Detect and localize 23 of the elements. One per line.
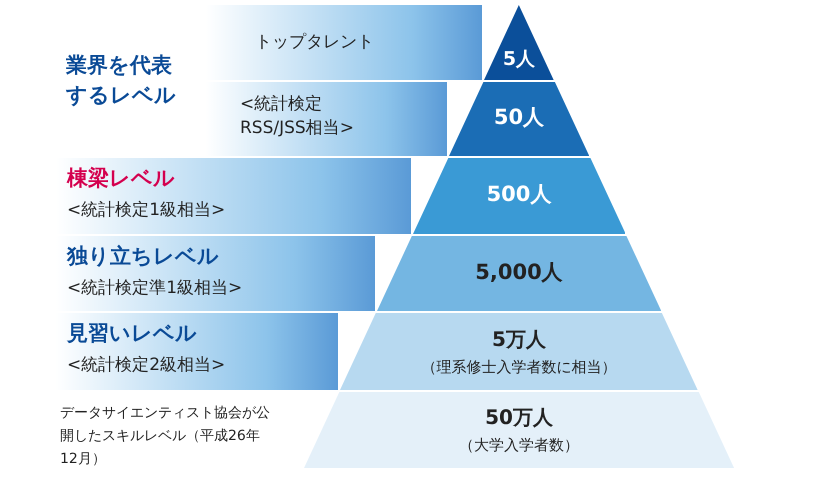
level-note: <統計検定1級相当> xyxy=(67,199,226,221)
pyramid-tier xyxy=(376,236,662,311)
level-note: <統計検定RSS/JSS相当> xyxy=(240,93,355,140)
source-note: データサイエンティスト協会が公開したスキルレベル（平成26年12月） xyxy=(60,404,271,469)
count-note: （理系修士入学者数に相当） xyxy=(420,358,618,376)
count-text: 5人 xyxy=(502,47,536,72)
count-text: 500人 xyxy=(486,181,552,208)
pyramid-tier xyxy=(340,313,698,390)
level-heading: 棟梁レベル xyxy=(67,165,175,192)
count-text: 50人 xyxy=(492,104,546,132)
level-note: トップタレント xyxy=(255,31,374,54)
group-heading: 業界を代表するレベル xyxy=(66,52,177,109)
count-text: 5,000人 xyxy=(474,258,564,286)
level-note: <統計検定2級相当> xyxy=(67,354,226,376)
level-heading: 見習いレベル xyxy=(67,320,197,347)
pyramid-tier xyxy=(448,82,590,156)
pyramid-tier xyxy=(412,158,626,234)
count-text: 5万人 xyxy=(491,326,547,352)
level-note: <統計検定準1級相当> xyxy=(67,277,242,299)
level-heading: 独り立ちレベル xyxy=(67,243,219,270)
count-note: （大学入学者数） xyxy=(458,436,580,455)
count-text: 50万人 xyxy=(484,404,554,431)
pyramid-tier xyxy=(304,392,734,468)
